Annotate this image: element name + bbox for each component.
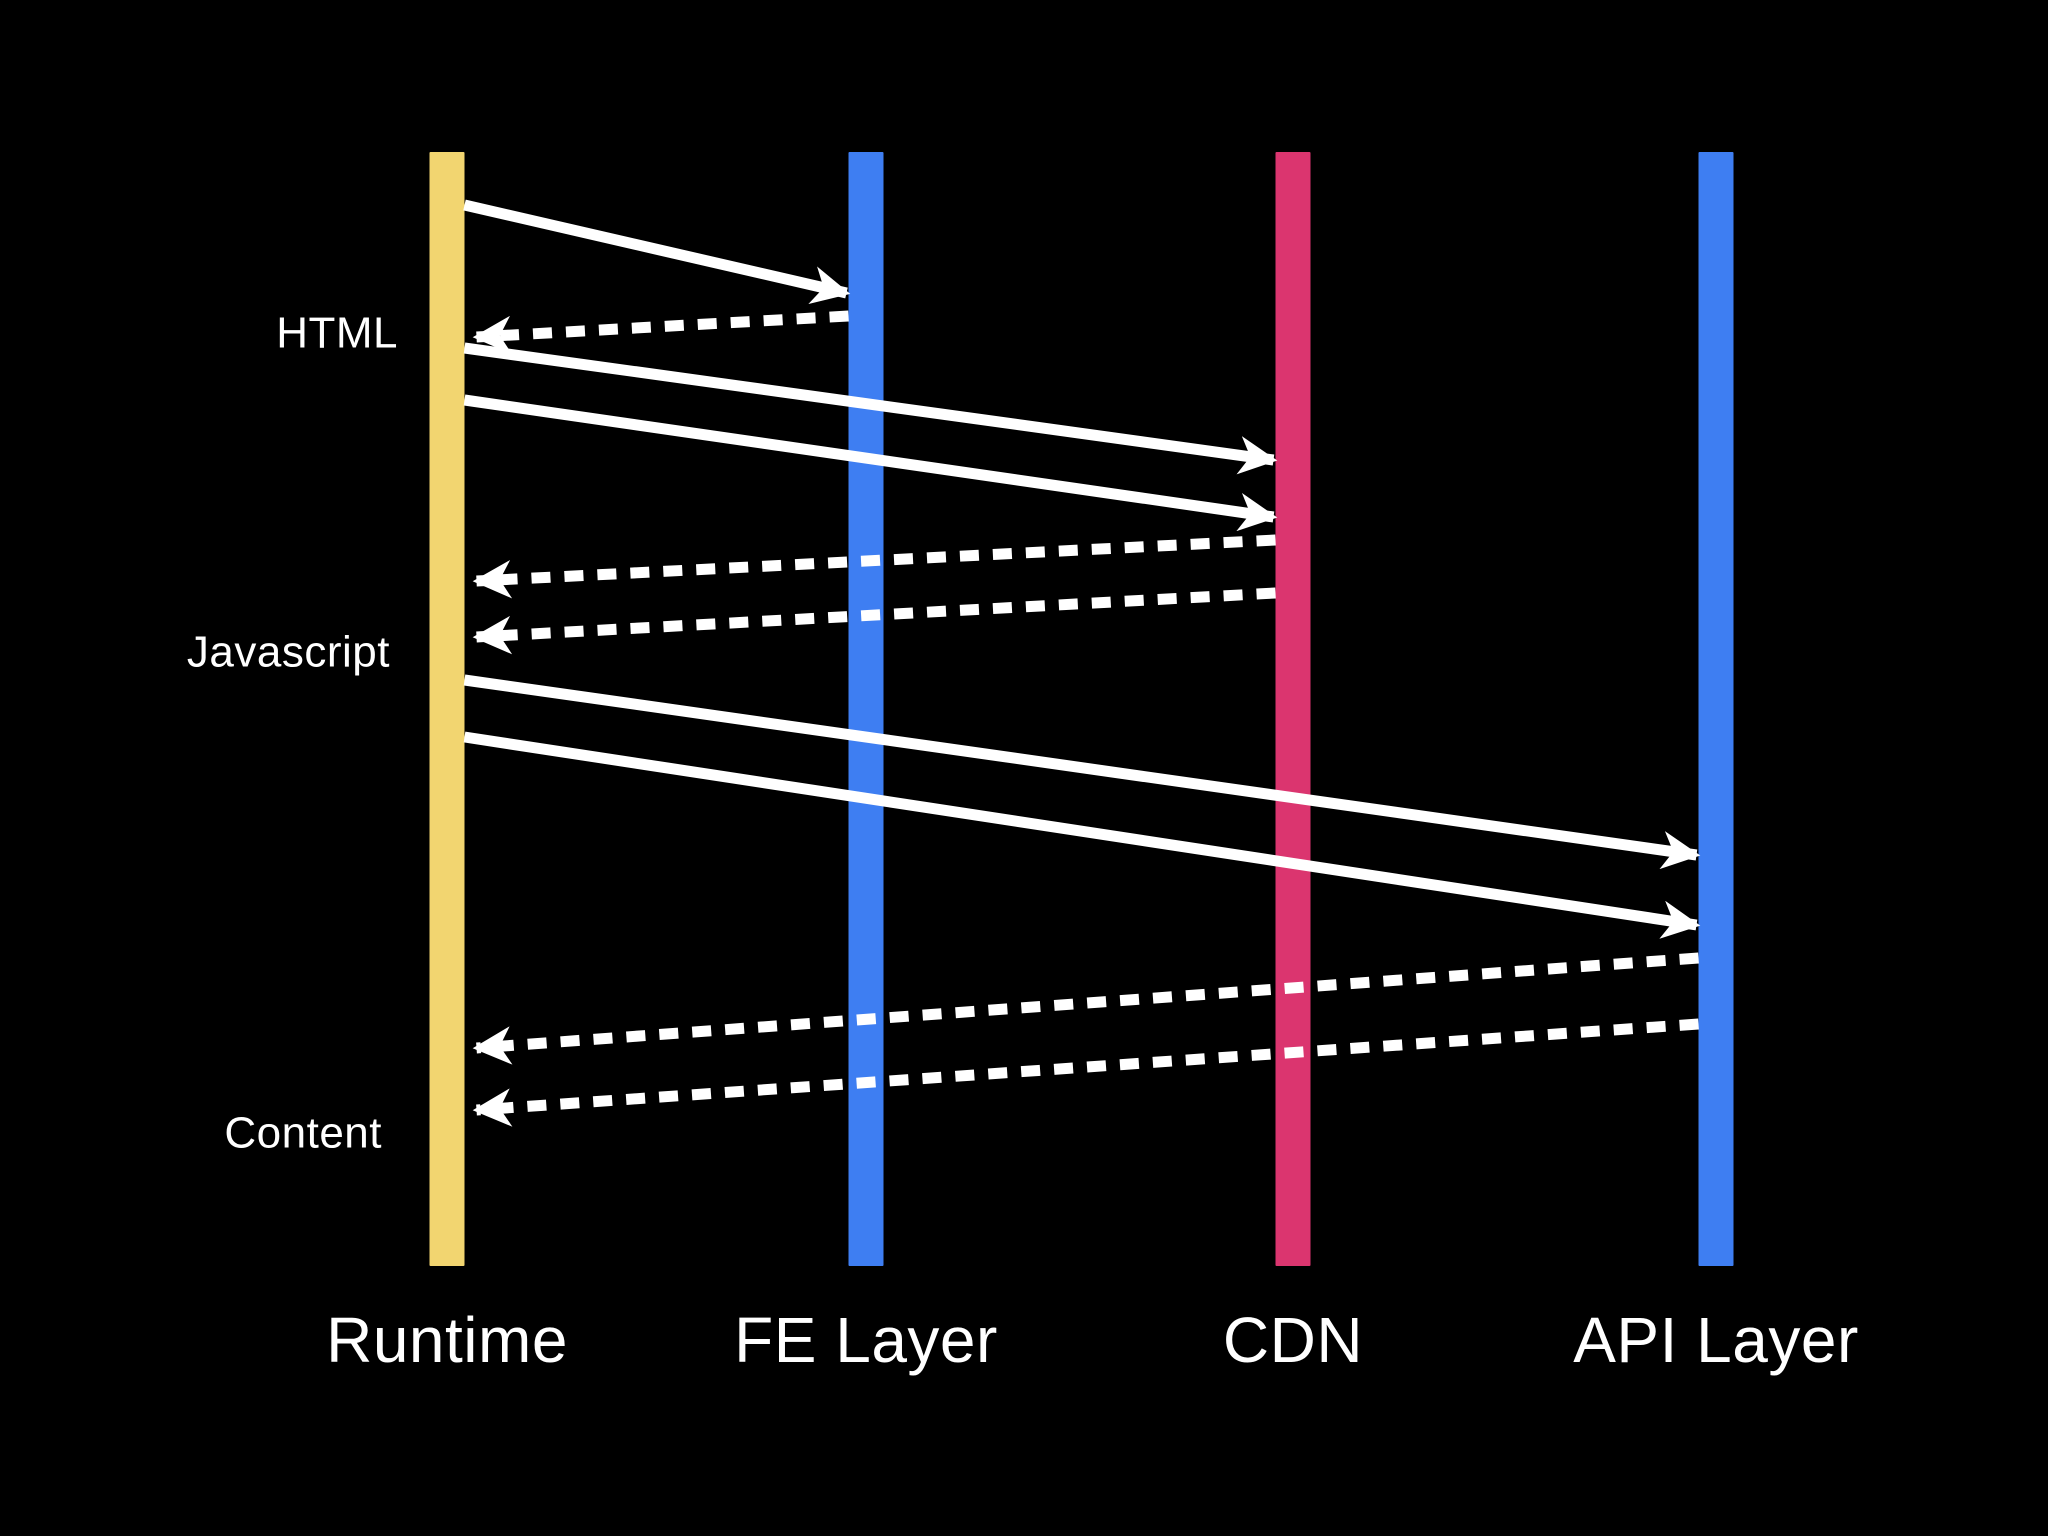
message-1-runtime-to-fe-layer-solid: [463, 199, 851, 304]
lifeline-bar-fe-layer: [848, 152, 884, 1266]
annotation-label-content: Content: [224, 1109, 382, 1158]
message-10-api-layer-to-runtime-dashed: [472, 1018, 1699, 1127]
lifeline-label-fe-layer: FE Layer: [734, 1304, 998, 1376]
message-2-fe-layer-to-runtime-dashed: [472, 310, 849, 355]
message-8-runtime-to-api-layer-solid: [463, 731, 1701, 939]
message-7-runtime-to-api-layer-solid: [463, 674, 1701, 870]
annotation-label-javascript: Javascript: [187, 628, 390, 677]
lifeline-label-cdn: CDN: [1223, 1304, 1363, 1376]
lifeline-bar-runtime: [429, 152, 465, 1266]
lifeline-bar-cdn: [1275, 152, 1311, 1266]
message-3-runtime-to-cdn-solid: [463, 342, 1278, 475]
annotation-label-html: HTML: [276, 309, 398, 358]
lifeline-labels: Runtime FE Layer CDN API Layer: [326, 1304, 1859, 1376]
lifeline-bars: [429, 152, 1734, 1266]
message-4-runtime-to-cdn-solid: [463, 394, 1278, 532]
message-9-api-layer-to-runtime-dashed: [472, 952, 1699, 1065]
lifeline-label-runtime: Runtime: [326, 1304, 568, 1376]
message-6-cdn-to-runtime-dashed: [472, 587, 1276, 655]
lifeline-label-api-layer: API Layer: [1573, 1304, 1859, 1376]
message-arrows: [463, 199, 1701, 1127]
lifeline-bar-api-layer: [1698, 152, 1734, 1266]
message-5-cdn-to-runtime-dashed: [472, 534, 1276, 599]
